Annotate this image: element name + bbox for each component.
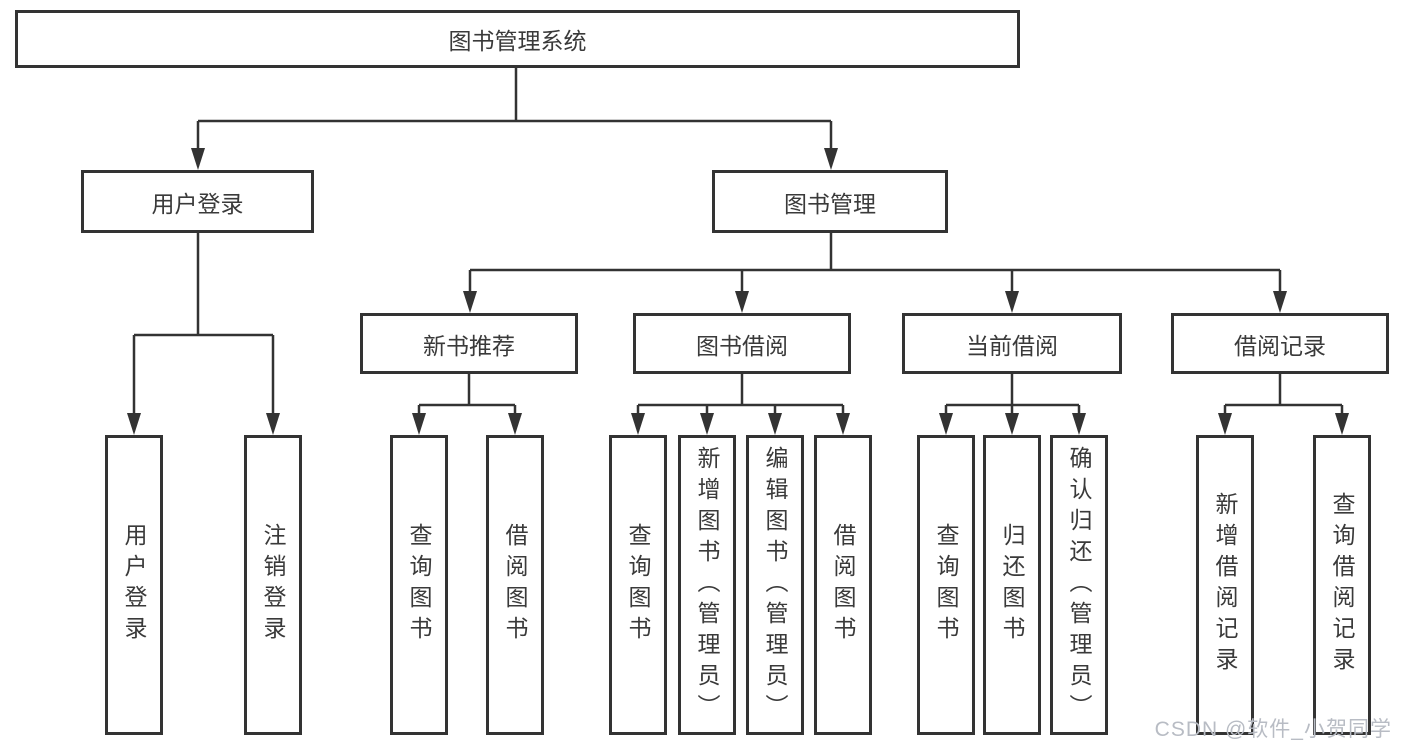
node-root-label: 图书管理系统 bbox=[448, 28, 587, 54]
leaf-add-borrow-record-label: 新增借阅记录 bbox=[1212, 492, 1238, 678]
leaf-edit-book-admin-label: 编辑图书（管理员） bbox=[762, 445, 788, 725]
leaf-confirm-return-admin: 确认归还（管理员） bbox=[1050, 435, 1108, 735]
leaf-add-borrow-record: 新增借阅记录 bbox=[1196, 435, 1254, 735]
arrowhead-icons bbox=[127, 148, 1349, 435]
leaf-borrow-books-borrow-label: 借阅图书 bbox=[830, 523, 856, 647]
node-new-book-recommend-label: 新书推荐 bbox=[423, 332, 515, 359]
leaf-confirm-return-admin-label: 确认归还（管理员） bbox=[1066, 445, 1092, 725]
node-root: 图书管理系统 bbox=[15, 10, 1020, 68]
node-new-book-recommend: 新书推荐 bbox=[360, 313, 578, 374]
node-borrow-records: 借阅记录 bbox=[1171, 313, 1389, 374]
leaf-borrow-books-recommend: 借阅图书 bbox=[486, 435, 544, 735]
node-current-borrow: 当前借阅 bbox=[902, 313, 1122, 374]
node-book-management-label: 图书管理 bbox=[784, 190, 876, 217]
node-current-borrow-label: 当前借阅 bbox=[966, 332, 1058, 359]
leaf-query-books-current: 查询图书 bbox=[917, 435, 975, 735]
leaf-add-book-admin-label: 新增图书（管理员） bbox=[694, 445, 720, 725]
leaf-return-book-label: 归还图书 bbox=[999, 523, 1025, 647]
node-borrow-records-label: 借阅记录 bbox=[1234, 332, 1326, 359]
leaf-query-books-recommend: 查询图书 bbox=[390, 435, 448, 735]
leaf-borrow-books-borrow: 借阅图书 bbox=[814, 435, 872, 735]
node-user-login-label: 用户登录 bbox=[151, 190, 244, 217]
watermark: CSDN @软件_小贺同学 bbox=[1154, 718, 1392, 741]
leaf-borrow-books-recommend-label: 借阅图书 bbox=[502, 523, 528, 647]
leaf-query-borrow-record-label: 查询借阅记录 bbox=[1329, 492, 1355, 678]
leaf-query-borrow-record: 查询借阅记录 bbox=[1313, 435, 1371, 735]
leaf-query-books-borrow-label: 查询图书 bbox=[625, 523, 651, 647]
node-book-management: 图书管理 bbox=[712, 170, 948, 233]
leaf-query-books-borrow: 查询图书 bbox=[609, 435, 667, 735]
node-book-borrow-label: 图书借阅 bbox=[696, 332, 788, 359]
node-user-login: 用户登录 bbox=[81, 170, 314, 233]
leaf-return-book: 归还图书 bbox=[983, 435, 1041, 735]
node-book-borrow: 图书借阅 bbox=[633, 313, 851, 374]
leaf-query-books-current-label: 查询图书 bbox=[933, 523, 959, 647]
leaf-logout: 注销登录 bbox=[244, 435, 302, 735]
leaf-user-login: 用户登录 bbox=[105, 435, 163, 735]
leaf-user-login-label: 用户登录 bbox=[121, 523, 147, 647]
leaf-add-book-admin: 新增图书（管理员） bbox=[678, 435, 736, 735]
leaf-logout-label: 注销登录 bbox=[260, 523, 286, 647]
leaf-query-books-recommend-label: 查询图书 bbox=[406, 523, 432, 647]
leaf-edit-book-admin: 编辑图书（管理员） bbox=[746, 435, 804, 735]
